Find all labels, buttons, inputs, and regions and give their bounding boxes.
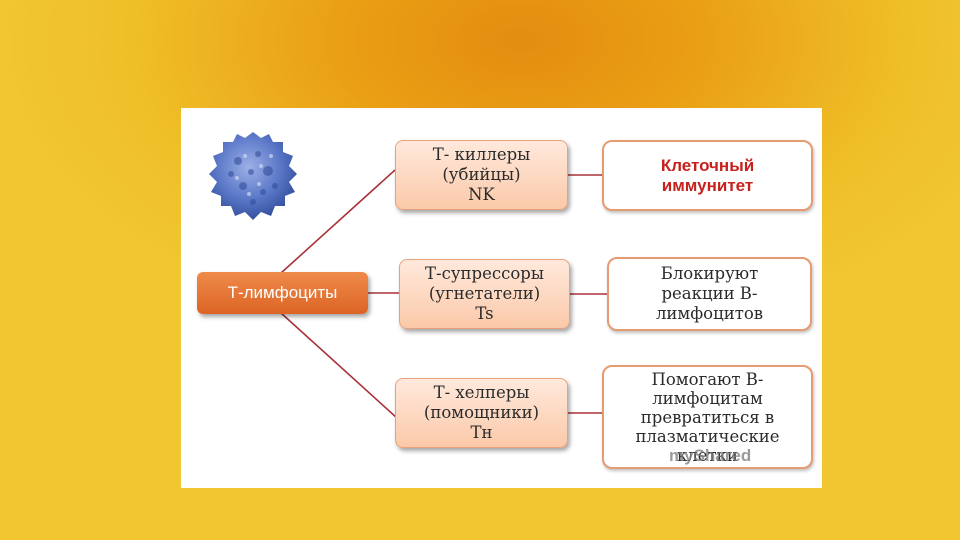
function-block-b-reactions-label: Блокируют реакции В- лимфоцитов [655,264,764,323]
connector-root-killers [280,169,396,274]
function-help-b-cells-label: Помогают В- лимфоцитам превратиться в пл… [635,369,780,465]
node-t-killers-label: Т- киллеры (убийцы) NK [432,145,531,204]
node-t-killers: Т- киллеры (убийцы) NK [395,140,568,210]
node-t-suppressors: Т-супрессоры (угнетатели) Ts [399,259,570,329]
node-t-helpers-label: Т- хелперы (помощники) Tн [423,383,540,442]
connector-root-helpers [280,312,398,419]
connector-lines [280,169,607,419]
root-node-label: Т-лимфоциты [227,283,338,302]
watermark-text: myShared [669,446,752,465]
watermark: myShared [669,446,751,466]
node-t-helpers: Т- хелперы (помощники) Tн [395,378,568,448]
function-block-b-reactions: Блокируют реакции В- лимфоцитов [607,257,812,331]
root-node-t-lymphocytes: Т-лимфоциты [197,272,368,314]
lymphocyte-cell-image [209,132,297,220]
function-cellular-immunity-label: Клеточный иммунитет [660,155,755,195]
function-help-b-cells: Помогают В- лимфоцитам превратиться в пл… [602,365,813,469]
diagram-panel: Т-лимфоциты Т- киллеры (убийцы) NK Т-суп… [181,108,822,488]
node-t-suppressors-label: Т-супрессоры (угнетатели) Ts [425,264,544,323]
function-cellular-immunity: Клеточный иммунитет [602,140,813,211]
